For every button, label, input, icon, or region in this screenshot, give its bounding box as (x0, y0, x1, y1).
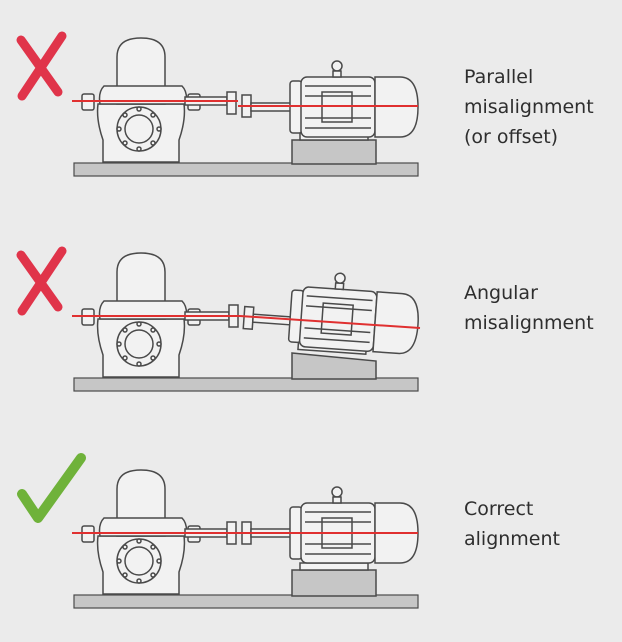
base-plate (73, 594, 419, 609)
label-line: Parallel (464, 66, 534, 88)
check-icon (17, 453, 86, 523)
base-plate (73, 377, 419, 392)
cross-icon (16, 246, 67, 316)
motor-axis-line (239, 315, 421, 329)
motor (289, 60, 419, 165)
pump (81, 469, 201, 595)
motor (289, 486, 419, 597)
correct-alignment-panel (17, 453, 419, 609)
label-line: (or offset) (464, 126, 559, 148)
correct-alignment-label: Correct alignment (464, 494, 560, 554)
pump (81, 252, 201, 378)
label-line: alignment (464, 528, 560, 550)
label-line: Angular (464, 282, 538, 304)
label-line: Correct (464, 498, 534, 520)
cross-icon (16, 31, 67, 101)
label-line: misalignment (464, 96, 594, 118)
parallel-misalignment-panel (16, 31, 419, 177)
alignment-diagram: Parallel misalignment (or offset) Angula… (16, 31, 594, 609)
parallel-misalignment-label: Parallel misalignment (or offset) (464, 62, 594, 152)
coupling-shaft (184, 91, 292, 118)
label-line: misalignment (464, 312, 594, 334)
motor (287, 272, 419, 380)
angular-misalignment-label: Angular misalignment (464, 278, 594, 338)
angular-misalignment-panel (16, 246, 421, 392)
base-plate (73, 162, 419, 177)
